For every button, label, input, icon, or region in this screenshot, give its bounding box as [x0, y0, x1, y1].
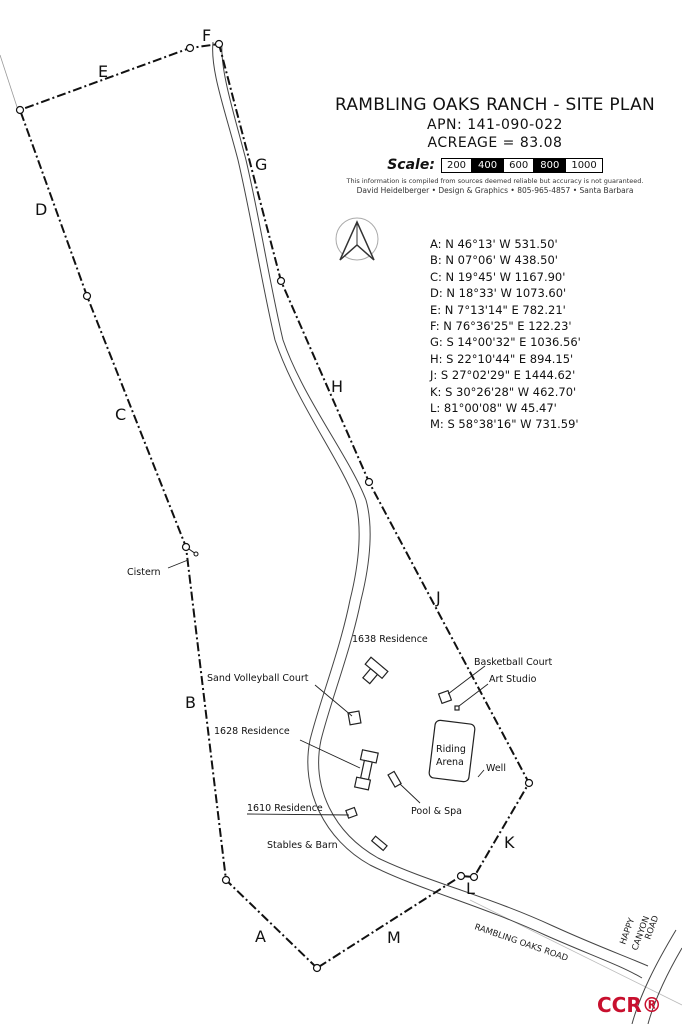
boundary-corners: [15, 39, 534, 973]
terrain-line: [469, 899, 682, 1006]
scale-segment: 400: [472, 157, 504, 173]
bearing-row: G: S 14°00'32" E 1036.56': [430, 335, 581, 350]
scale-segment: 200: [440, 157, 473, 173]
title-block: RAMBLING OAKS RANCH - SITE PLAN APN: 141…: [330, 95, 660, 195]
scale-segment: 800: [534, 157, 566, 173]
segment-label-k: K: [504, 833, 515, 852]
corner-marker: [181, 542, 191, 552]
segment-label-h: H: [331, 377, 343, 396]
segment-label-a: A: [255, 927, 266, 946]
corner-marker: [82, 291, 92, 301]
segment-label-f: F: [202, 26, 211, 45]
art-studio-shape: [454, 705, 460, 711]
happy-canyon-road-edge: [631, 929, 677, 1024]
feature-labels: Cistern 1638 Residence Sand Volleyball C…: [127, 567, 553, 851]
happy-canyon-road-edge: [647, 947, 682, 1024]
art-studio-label: Art Studio: [489, 674, 537, 685]
bearing-row: F: N 76°36'25" E 122.23': [430, 319, 572, 334]
scale-bar: Scale: 200 400 600 800 1000: [330, 157, 660, 173]
map-title: RAMBLING OAKS RANCH - SITE PLAN: [334, 95, 656, 115]
stables-barn-shape: [370, 835, 388, 852]
corner-marker: [524, 778, 534, 788]
segment-label-d: D: [35, 200, 47, 219]
residence-1638-label: 1638 Residence: [352, 634, 428, 645]
segment-label-e: E: [98, 62, 108, 81]
acreage: ACREAGE = 83.08: [427, 135, 563, 151]
basketball-court-label: Basketball Court: [474, 657, 553, 668]
segment-label-g: G: [255, 155, 267, 174]
residence-1610-label: 1610 Residence: [247, 803, 323, 814]
corner-marker: [456, 871, 466, 881]
bearing-row: L: 81°00'08" W 45.47': [430, 401, 557, 416]
rambling-oaks-road-edge: [221, 41, 649, 967]
riding-arena-shape: [428, 719, 476, 783]
leader-lines: [167, 559, 489, 816]
pool-spa-shape: [387, 770, 402, 788]
ccr-watermark: CCR®: [597, 993, 662, 1017]
scale-segment: 1000: [565, 157, 603, 173]
well-label: Well: [486, 763, 506, 774]
segment-label-m: M: [387, 928, 401, 947]
happy-canyon-road-label: HAPPY CANYON ROAD: [618, 914, 661, 952]
corner-marker: [312, 963, 322, 973]
segment-label-c: C: [115, 405, 126, 424]
segment-label-j: J: [435, 588, 441, 607]
bearing-row: J: S 27°02'29" E 1444.62': [430, 368, 576, 383]
bearing-row: K: S 30°26'28" W 462.70': [430, 384, 577, 399]
sand-volleyball-court-shape: [347, 710, 362, 726]
bearings-table: A: N 46°13' W 531.50' B: N 07°06' W 438.…: [430, 236, 581, 433]
segment-label-b: B: [185, 693, 196, 712]
north-arrow-icon: [335, 217, 379, 261]
bearing-row: A: N 46°13' W 531.50': [430, 237, 558, 251]
residence-1610-shape: [345, 806, 358, 819]
credit-text: David Heidelberger • Design & Graphics •…: [356, 186, 634, 195]
sand-volleyball-label: Sand Volleyball Court: [207, 673, 309, 684]
corner-marker: [214, 39, 224, 49]
buildings: [345, 656, 476, 852]
scale-segment: 600: [503, 157, 535, 173]
corner-marker: [364, 477, 374, 487]
terrain-line: [0, 54, 19, 111]
scale-label: Scale:: [387, 157, 435, 173]
corner-marker: [221, 875, 231, 885]
rambling-oaks-road-edge: [212, 41, 643, 979]
corner-marker: [469, 872, 479, 882]
segment-label-l: L: [466, 879, 475, 898]
bearing-row: B: N 07°06' W 438.50': [430, 253, 558, 268]
corner-marker: [15, 105, 25, 115]
cistern-marker: [193, 551, 199, 557]
rambling-oaks-road-label: RAMBLING OAKS ROAD: [473, 922, 570, 964]
bearing-row: H: S 22°10'44" E 894.15': [430, 351, 574, 366]
residence-1628-footprint: [353, 749, 379, 791]
corner-marker: [185, 43, 195, 53]
corner-marker: [276, 276, 286, 286]
cistern-label: Cistern: [127, 567, 161, 578]
residence-1628-label: 1628 Residence: [214, 726, 290, 737]
disclaimer-text: This information is compiled from source…: [346, 177, 644, 185]
bearing-row: E: N 7°13'14" E 782.21': [430, 302, 566, 317]
bearing-row: C: N 19°45' W 1167.90': [430, 269, 566, 284]
bearing-row: D: N 18°33' W 1073.60': [430, 286, 567, 301]
riding-arena-label-2: Arena: [436, 757, 464, 768]
stables-barn-label: Stables & Barn: [267, 840, 338, 851]
riding-arena-label-1: Riding: [436, 744, 466, 755]
apn-number: APN: 141-090-022: [427, 117, 563, 133]
segment-letters: A B C D E F G H J K L M: [35, 26, 515, 947]
pool-spa-label: Pool & Spa: [411, 806, 462, 817]
bearing-row: M: S 58°38'16" W 731.59': [430, 417, 579, 432]
residence-1638-footprint: [362, 656, 389, 685]
